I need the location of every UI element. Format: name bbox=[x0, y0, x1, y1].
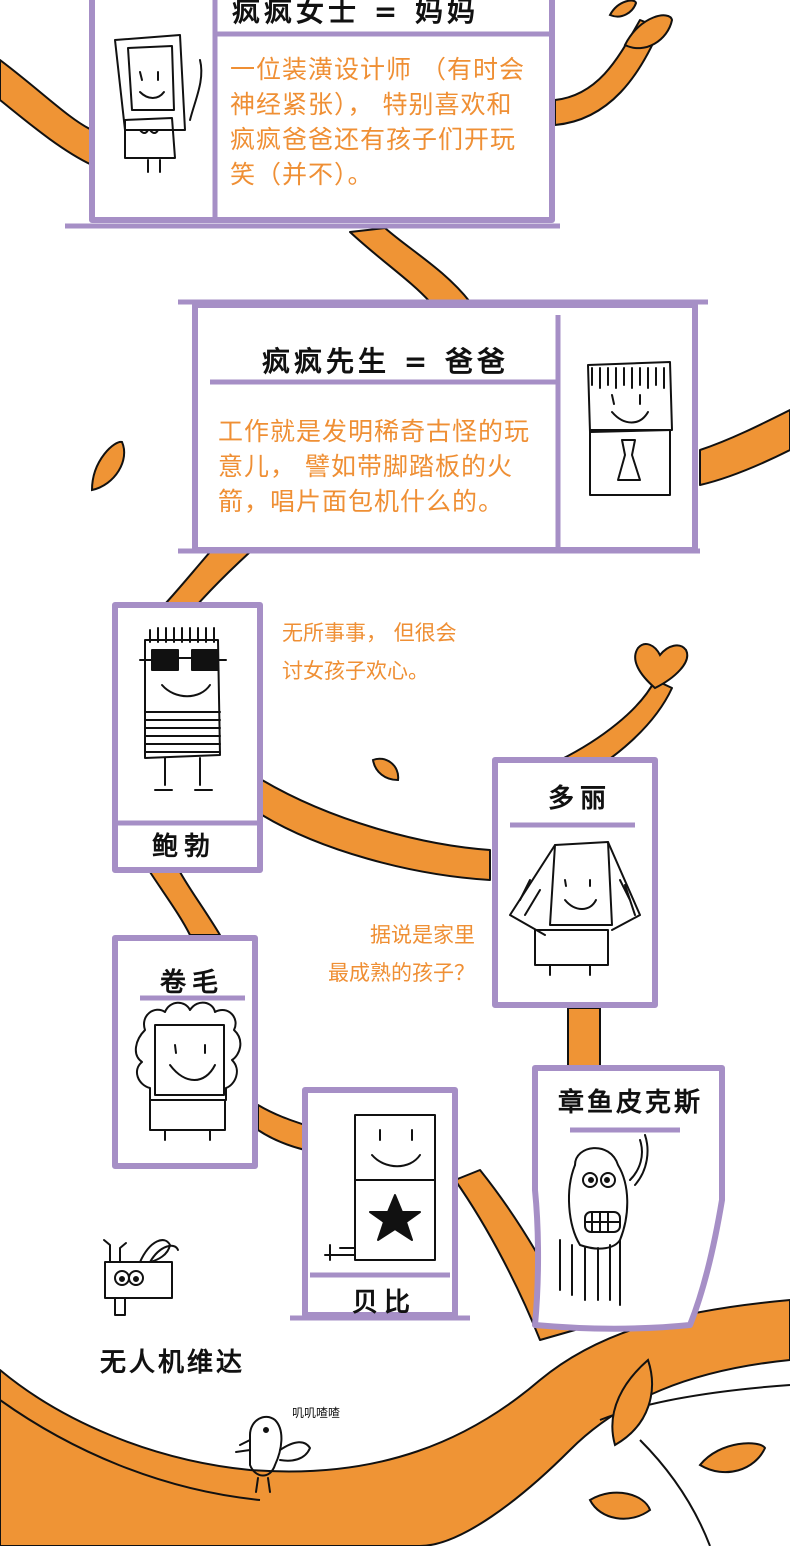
mom-desc-line: 一位装潢设计师 （有时会 bbox=[230, 55, 525, 84]
bob-description: 无所事事， 但很会 讨女孩子欢心。 bbox=[282, 614, 457, 690]
dolly-description: 据说是家里 最成熟的孩子？ bbox=[315, 916, 475, 992]
dad-doodle bbox=[587, 361, 673, 496]
leaf-icon bbox=[623, 14, 674, 50]
branch-curly-to-baby bbox=[257, 1104, 306, 1151]
frame-curly bbox=[112, 935, 258, 1169]
dad-desc-line: 工作就是发明稀奇古怪的玩 bbox=[218, 417, 531, 446]
bird-sound-text: 叽叽喳喳 bbox=[292, 1406, 341, 1420]
drone-name: 无人机维达 bbox=[100, 1348, 246, 1378]
branch-right-dad bbox=[699, 409, 790, 486]
mom-desc-line: 笑（并不）。 bbox=[230, 160, 374, 189]
frame-dividers bbox=[65, 0, 708, 1321]
dolly-doodle bbox=[509, 841, 641, 976]
octopus-doodle bbox=[559, 1134, 649, 1306]
mom-doodle bbox=[114, 34, 203, 173]
heart-icon bbox=[634, 643, 689, 690]
baby-name: 贝比 bbox=[352, 1288, 417, 1318]
dad-desc-line: 箭，唱片面包机什么的。 bbox=[218, 487, 505, 516]
curly-doodle bbox=[134, 1001, 242, 1141]
mom-desc-line: 神经紧张）， 特别喜欢和 bbox=[230, 90, 513, 119]
baby-doodle bbox=[324, 1114, 436, 1261]
dad-name: 疯疯先生 = 爸爸 bbox=[262, 345, 509, 378]
branch-bottom bbox=[0, 1299, 790, 1546]
branch-dolly-stem bbox=[567, 1007, 601, 1069]
leaf-icon bbox=[90, 440, 126, 492]
bob-desc-line: 讨女孩子欢心。 bbox=[282, 659, 429, 683]
leaves bbox=[90, 0, 767, 1520]
dolly-desc-line: 最成熟的孩子？ bbox=[328, 961, 475, 985]
dolly-desc-line: 据说是家里 bbox=[370, 923, 475, 947]
frame-octopus bbox=[532, 1065, 725, 1332]
bird-doodle bbox=[235, 1415, 311, 1493]
frame-bob bbox=[112, 602, 263, 873]
leaf-icon bbox=[371, 757, 400, 782]
drone-doodle bbox=[103, 1239, 179, 1316]
dolly-name: 多丽 bbox=[548, 784, 613, 814]
bob-doodle bbox=[139, 627, 227, 791]
leaf-icon bbox=[698, 1442, 767, 1474]
branch-trunk-lower bbox=[149, 871, 221, 936]
octopus-name: 章鱼皮克斯 bbox=[558, 1088, 704, 1118]
bob-name: 鲍勃 bbox=[152, 832, 217, 862]
curly-name: 卷毛 bbox=[160, 968, 225, 998]
mom-name: 疯疯女士 = 妈妈 bbox=[232, 0, 479, 28]
dad-desc-line: 意儿， 譬如带脚踏板的火 bbox=[218, 452, 513, 481]
leaf-icon bbox=[611, 1358, 653, 1447]
tree-branches bbox=[0, 19, 790, 1546]
mom-desc-line: 疯疯爸爸还有孩子们开玩 bbox=[230, 125, 517, 154]
leaf-icon bbox=[588, 1491, 652, 1520]
dad-description: 工作就是发明稀奇古怪的玩 意儿， 譬如带脚踏板的火 箭，唱片面包机什么的。 bbox=[218, 414, 558, 519]
mom-description: 一位装潢设计师 （有时会 神经紧张）， 特别喜欢和 疯疯爸爸还有孩子们开玩 笑（… bbox=[230, 52, 560, 192]
leaf-icon bbox=[608, 0, 638, 18]
branch-trunk-upper bbox=[349, 227, 471, 303]
branch-bob-to-dolly bbox=[261, 779, 491, 881]
bob-desc-line: 无所事事， 但很会 bbox=[282, 621, 457, 645]
frame-dad bbox=[192, 302, 698, 553]
branch-top-left bbox=[0, 59, 93, 166]
